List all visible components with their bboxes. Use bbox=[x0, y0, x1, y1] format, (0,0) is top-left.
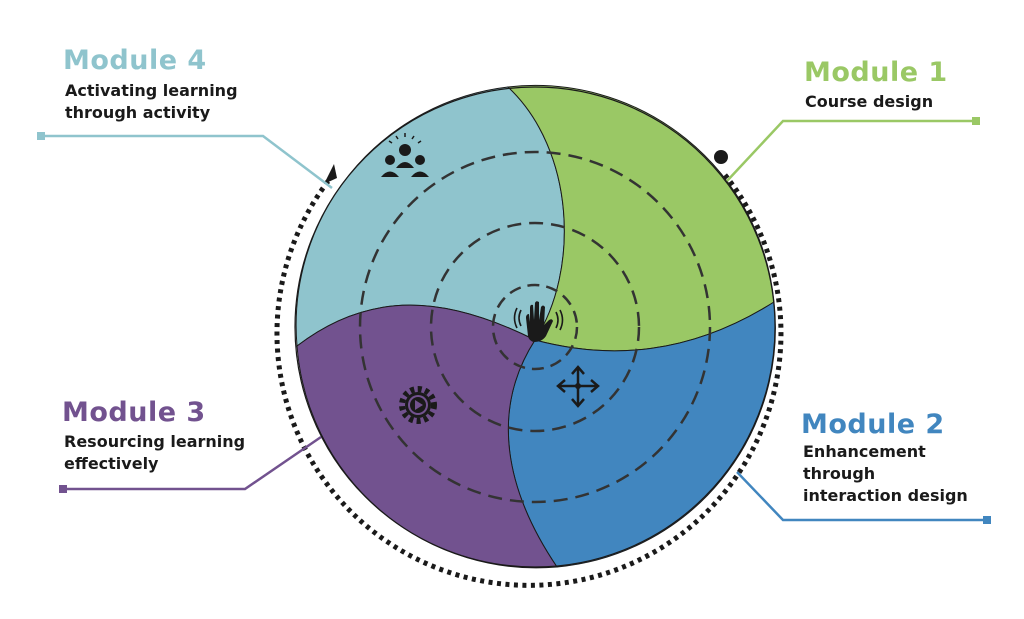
module-4-connector bbox=[41, 134, 333, 189]
module-3-title: Module 3 bbox=[62, 397, 206, 428]
description-line: Course design bbox=[805, 92, 934, 111]
module-3-description: Resourcing learning effectively bbox=[64, 431, 245, 475]
description-line: effectively bbox=[64, 454, 159, 473]
dashed-ring-outer bbox=[358, 150, 712, 504]
cycle-start-dot bbox=[714, 150, 728, 164]
module-2-connector bbox=[736, 471, 985, 522]
dashed-ring-middle bbox=[429, 221, 641, 433]
description-line: through bbox=[803, 464, 876, 483]
gear-play-icon bbox=[399, 386, 437, 424]
description-line: Activating learning bbox=[65, 81, 238, 100]
group-icon bbox=[381, 133, 429, 177]
module-2-title: Module 2 bbox=[801, 409, 945, 440]
description-line: through activity bbox=[65, 103, 211, 122]
cycle-dotted-arc bbox=[274, 173, 784, 588]
module-1-description: Course design bbox=[805, 91, 933, 113]
module-3-connector bbox=[63, 435, 322, 491]
dashed-ring-inner bbox=[491, 283, 579, 371]
module-2-description: Enhancement through interaction design bbox=[803, 441, 968, 507]
module-4-title: Module 4 bbox=[63, 45, 207, 76]
description-line: Enhancement bbox=[803, 442, 926, 461]
module-4-description: Activating learning through activity bbox=[65, 80, 238, 124]
module-1-title: Module 1 bbox=[804, 57, 948, 88]
description-line: interaction design bbox=[803, 486, 968, 505]
hand-icon bbox=[513, 301, 564, 342]
move-arrows-icon bbox=[556, 365, 600, 408]
module-1-connector bbox=[726, 119, 975, 182]
description-line: Resourcing learning bbox=[64, 432, 246, 451]
cycle-arrow-head bbox=[324, 164, 337, 184]
